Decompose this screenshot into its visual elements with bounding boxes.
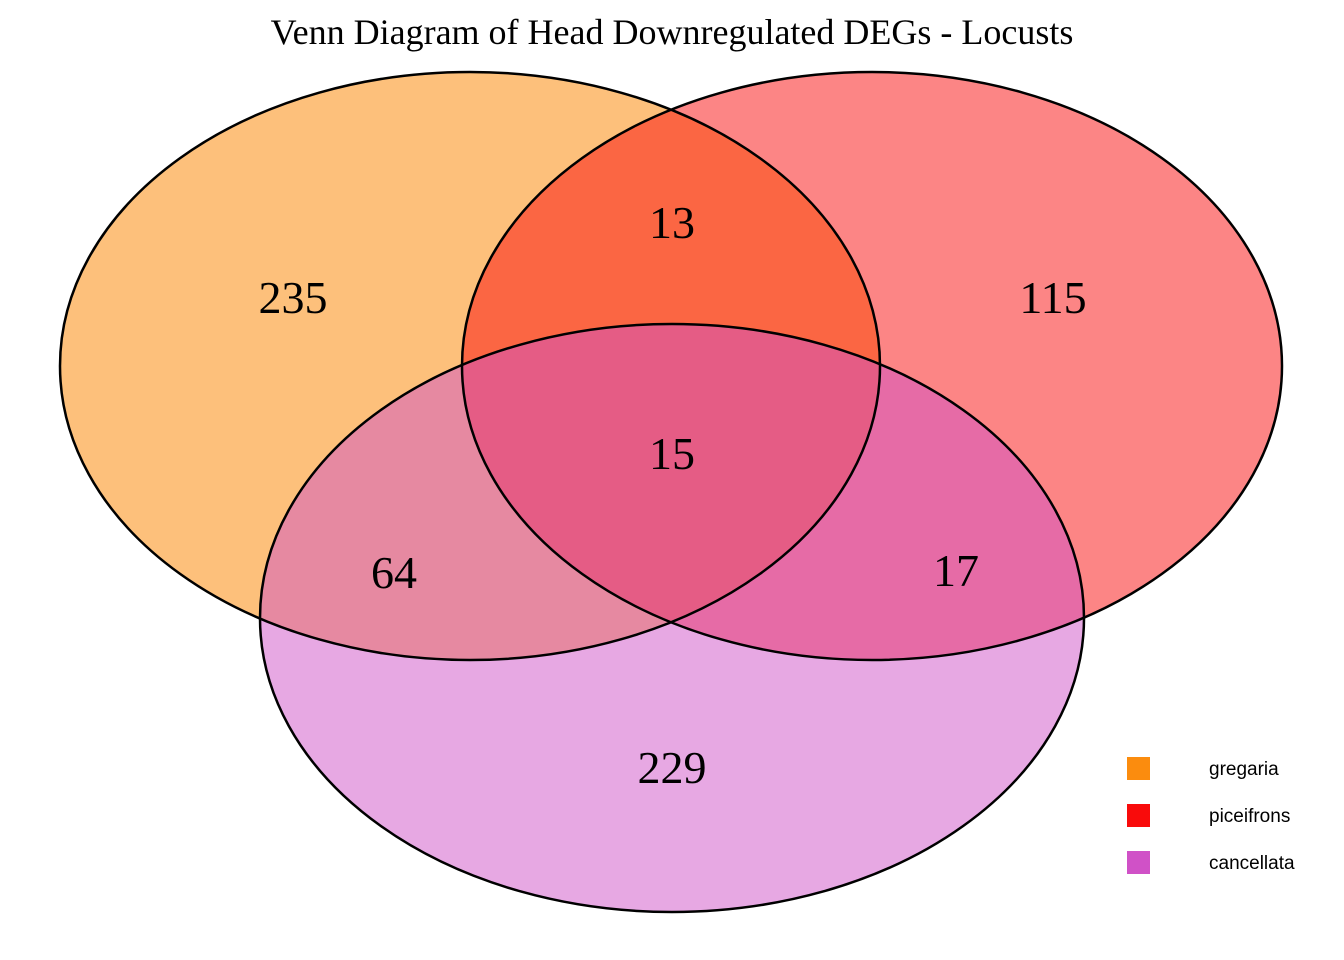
cancellata-set-ellipse — [260, 324, 1084, 912]
venn-set-fills — [60, 72, 1282, 912]
legend-label-cancellata: cancellata — [1209, 853, 1295, 874]
count-gregaria-cancellata: 64 — [371, 547, 417, 598]
legend-item-cancellata: cancellata — [1127, 851, 1295, 874]
count-gregaria-piceifrons: 13 — [649, 197, 695, 248]
legend-swatch-piceifrons-icon — [1127, 804, 1150, 827]
legend-label-piceifrons: piceifrons — [1209, 806, 1290, 827]
region-counts: 235 115 13 15 64 17 229 — [259, 197, 1087, 793]
gregaria-set-outline — [58, 70, 882, 662]
legend-label-gregaria: gregaria — [1209, 759, 1279, 780]
legend-item-gregaria: gregaria — [1127, 757, 1279, 780]
legend-swatch-cancellata-icon — [1127, 851, 1150, 874]
count-piceifrons-cancellata: 17 — [933, 545, 979, 596]
cancellata-set-outline — [258, 322, 1086, 914]
venn-set-outlines — [58, 70, 1284, 914]
count-piceifrons-only: 115 — [1019, 272, 1086, 323]
legend-swatch-gregaria-icon — [1127, 757, 1150, 780]
chart-title: Venn Diagram of Head Downregulated DEGs … — [271, 12, 1074, 52]
legend: gregaria piceifrons cancellata — [1127, 757, 1295, 874]
count-cancellata-only: 229 — [638, 742, 707, 793]
count-gregaria-only: 235 — [259, 272, 328, 323]
count-all-three: 15 — [649, 428, 695, 479]
legend-item-piceifrons: piceifrons — [1127, 804, 1290, 827]
